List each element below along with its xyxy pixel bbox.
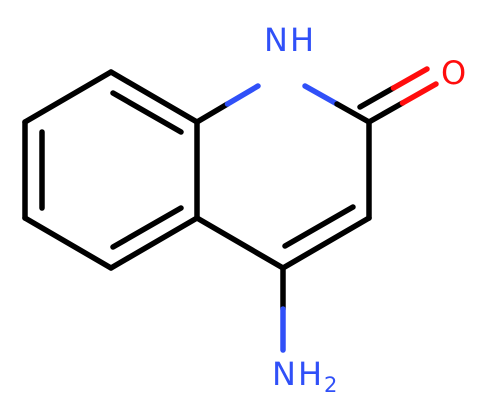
atom-amine-hydrogen: H — [298, 355, 322, 393]
bond-n1-c2-b — [334, 101, 372, 125]
bond-group — [22, 66, 439, 353]
atom-amine-subscript: 2 — [324, 373, 337, 397]
atom-nh-nitrogen: N — [264, 21, 288, 59]
atom-amine-nitrogen: N — [272, 355, 296, 393]
bond-n1-c2-a — [302, 83, 340, 107]
bond-carbonyl-1-a — [366, 100, 406, 125]
bond-carbonyl-2-a — [357, 85, 397, 110]
bond-c8a-n1-b — [224, 83, 261, 107]
bond-benzene-top-left — [22, 69, 114, 125]
atom-carbonyl-oxygen: O — [441, 54, 466, 92]
bond-c8a-n1-a — [194, 101, 231, 125]
bond-carbonyl-2-b — [390, 66, 430, 91]
bond-benzene-bottom-left — [22, 215, 114, 271]
bond-carbonyl-1-b — [399, 81, 439, 106]
atom-nh-hydrogen: H — [290, 21, 314, 59]
bond-c3-c4 — [280, 215, 372, 271]
bond-c3-c4-inner — [282, 204, 356, 249]
bond-benzene-top-right — [108, 69, 200, 125]
bond-benzene-bottom-right — [108, 215, 200, 271]
bond-benzene-inner-top — [110, 90, 184, 135]
bond-benzene-inner-bottom — [110, 205, 184, 250]
bond-c4-c4a — [194, 215, 286, 271]
